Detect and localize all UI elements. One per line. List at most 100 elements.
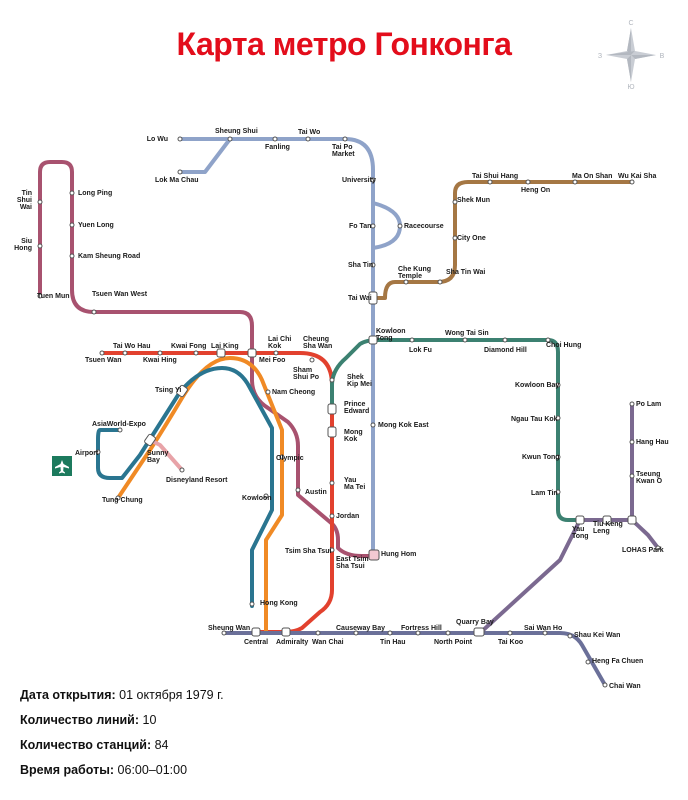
info-opened: Дата открытия: 01 октября 1979 г. — [20, 688, 224, 702]
station-quarry-bay: Quarry Bay — [456, 619, 494, 626]
info-stations: Количество станций: 84 — [20, 738, 169, 752]
station-racecourse: Racecourse — [404, 223, 444, 230]
station-sha-tin-wai: Sha Tin Wai — [446, 269, 485, 276]
station-sheung-shui: Sheung Shui — [215, 128, 258, 135]
line-island — [222, 631, 607, 687]
station-kowloon-bay: Kowloon Bay — [515, 382, 559, 389]
station-hang-hau: Hang Hau — [636, 439, 669, 446]
line-tuen-ma-east — [371, 180, 634, 300]
station-lok-fu: Lok Fu — [409, 347, 432, 354]
station-tsuen-wan-west: Tsuen Wan West — [92, 291, 148, 298]
station-causeway-bay: Causeway Bay — [336, 625, 385, 632]
station-olympic: Olympic — [276, 455, 304, 462]
station-jordan: Jordan — [336, 513, 359, 520]
station-hung-hom: Hung Hom — [381, 551, 416, 558]
station-university: University — [342, 177, 376, 184]
station-heng-fa-chuen: Heng Fa Chuen — [592, 658, 643, 665]
station-austin: Austin — [305, 489, 327, 496]
info-lines: Количество линий: 10 — [20, 713, 157, 727]
station-lohas-park: LOHAS Park — [622, 547, 664, 554]
station-lo-wu: Lo Wu — [147, 136, 168, 143]
compass-star-icon — [606, 28, 656, 82]
station-mei-foo: Mei Foo — [259, 357, 285, 364]
station-city-one: City One — [457, 235, 486, 242]
station-chai-wan: Chai Wan — [609, 683, 641, 690]
station-lai-king: Lai King — [211, 343, 239, 350]
station-sheung-wan: Sheung Wan — [208, 625, 250, 632]
line-east-rail-lok-ma-chau — [178, 137, 232, 174]
station-heng-on: Heng On — [521, 187, 550, 194]
station-ma-on-shan: Ma On Shan — [572, 173, 612, 180]
station-fo-tan: Fo Tan — [349, 223, 371, 230]
station-kam-sheung-road: Kam Sheung Road — [78, 253, 140, 260]
station-lam-tin: Lam Tin — [531, 490, 558, 497]
station-wu-kai-sha: Wu Kai Sha — [618, 173, 656, 180]
compass-south: Ю — [627, 84, 634, 90]
station-yuen-long: Yuen Long — [78, 222, 114, 229]
station-tsuen-wan: Tsuen Wan — [85, 357, 122, 364]
line-airport-express — [96, 366, 274, 608]
station-kowloon: Kowloon — [242, 495, 272, 502]
station-north-point: North Point — [434, 639, 473, 646]
map-title: Карта метро Гонконга — [176, 26, 512, 62]
station-disneyland-resort: Disneyland Resort — [166, 477, 228, 484]
station-airport: Airport — [75, 450, 99, 457]
station-sai-wan-ho: Sai Wan Ho — [524, 625, 562, 632]
compass-east: В — [660, 53, 665, 60]
station-fortress-hill: Fortress Hill — [401, 625, 442, 632]
station-shau-kei-wan: Shau Kei Wan — [574, 632, 620, 639]
station-choi-hung: Choi Hung — [546, 342, 581, 349]
station-asiaworld-expo: AsiaWorld-Expo — [92, 421, 146, 428]
station-kwai-hing: Kwai Hing — [143, 357, 177, 364]
line-tung-chung — [116, 356, 284, 634]
station-nam-cheong: Nam Cheong — [272, 389, 315, 396]
station-ngau-tau-kok: Ngau Tau Kok — [511, 416, 558, 423]
info-hours: Время работы: 06:00–01:00 — [20, 763, 188, 777]
station-tin-hau: Tin Hau — [380, 639, 406, 646]
line-kwun-tong — [330, 338, 634, 522]
station-lok-ma-chau: Lok Ma Chau — [155, 177, 199, 184]
station-wong-tai-sin: Wong Tai Sin — [445, 330, 489, 337]
compass-north: С — [628, 20, 633, 27]
station-wan-chai: Wan Chai — [312, 639, 344, 646]
line-east-rail-racecourse — [371, 201, 402, 250]
station-tai-wo-hau: Tai Wo Hau — [113, 343, 150, 350]
station-diamond-hill: Diamond Hill — [484, 347, 527, 354]
station-mong-kok-east: Mong Kok East — [378, 422, 429, 429]
station-tsim-sha-tsui: Tsim Sha Tsui — [285, 548, 331, 555]
station-tung-chung: Tung Chung — [102, 497, 143, 504]
station-shek-mun: Shek Mun — [457, 197, 490, 204]
airport-icon — [52, 456, 72, 476]
compass-rose: С Ю З В — [596, 20, 666, 91]
station-kwai-fong: Kwai Fong — [171, 343, 206, 350]
station-tuen-mun: Tuen Mun — [37, 293, 70, 300]
station-tai-koo: Tai Koo — [498, 639, 523, 646]
station-tsing-yi: Tsing Yi — [155, 387, 181, 394]
station-tai-wo: Tai Wo — [298, 129, 320, 136]
station-central: Central — [244, 639, 268, 646]
compass-west: З — [598, 53, 602, 60]
line-tko — [478, 518, 660, 635]
station-admiralty: Admiralty — [276, 639, 308, 646]
station-hong-kong: Hong Kong — [260, 600, 298, 607]
station-sha-tin: Sha Tin — [348, 262, 373, 269]
station-kwun-tong: Kwun Tong — [522, 454, 560, 461]
station-long-ping: Long Ping — [78, 190, 112, 197]
